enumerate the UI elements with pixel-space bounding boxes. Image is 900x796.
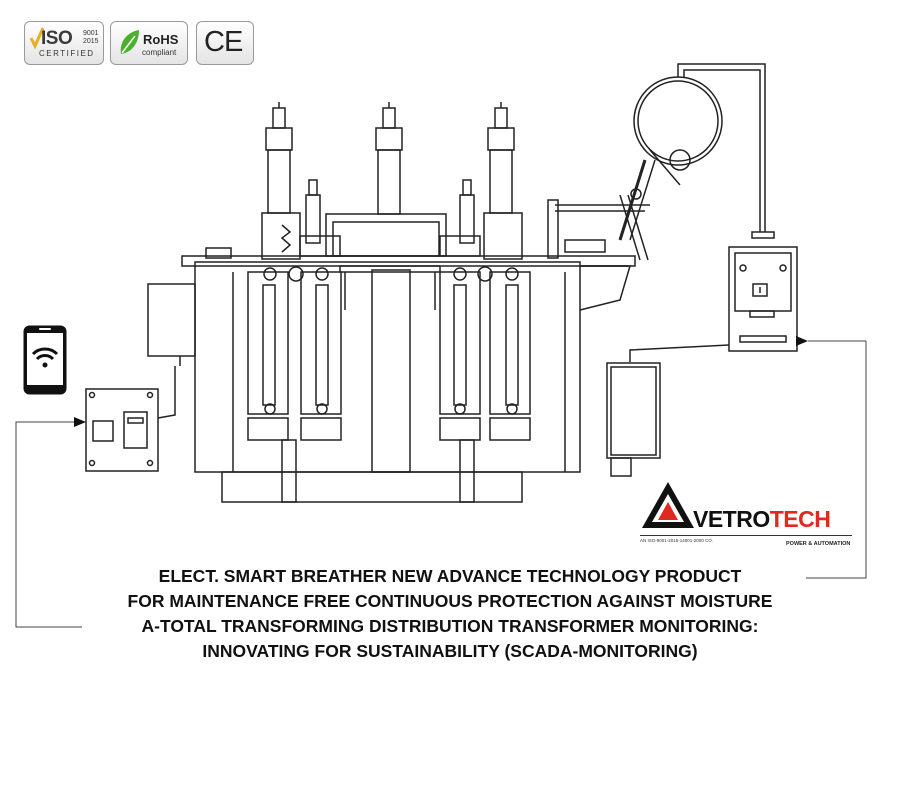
brand-iso-line: AN ISO-9001-2015-14001-2000 CO. <box>640 538 714 543</box>
leaf-icon <box>120 30 139 54</box>
rohs-compliant-label: compliant <box>142 48 177 57</box>
rohs-badge: RoHS compliant <box>110 21 188 65</box>
vetrotech-logo: VETROTECH AN ISO-9001-2015-14001-2000 CO… <box>640 480 852 552</box>
radiator-right-pair <box>439 266 531 441</box>
center-stiffener <box>371 269 411 473</box>
iso-year-2: 2015 <box>83 38 99 45</box>
tank-junction-box <box>147 283 196 357</box>
hv-bushing-right <box>483 102 523 260</box>
brand-tagline: POWER & AUTOMATION <box>786 541 851 547</box>
brand-name: VETROTECH <box>693 506 831 533</box>
logo-divider <box>640 535 852 536</box>
conservator-tank <box>633 76 723 166</box>
brand-part-2: TECH <box>769 506 831 532</box>
hv-bushing-left <box>261 102 301 260</box>
rohs-label: RoHS <box>143 32 179 47</box>
breather-cable <box>629 344 730 362</box>
heading-line-1: ELECT. SMART BREATHER NEW ADVANCE TECHNO… <box>158 566 742 586</box>
heading-line-2: FOR MAINTENANCE FREE CONTINUOUS PROTECTI… <box>127 591 773 611</box>
heading-line-3: A-TOTAL TRANSFORMING DISTRIBUTION TRANSF… <box>141 616 759 636</box>
heading-line-4: INNOVATING FOR SUSTAINABILITY (SCADA-MON… <box>202 641 698 661</box>
ce-badge: CE <box>196 21 254 65</box>
signal-line-right <box>806 341 867 579</box>
smart-breather-unit <box>728 246 798 352</box>
hv-bushing-center <box>375 102 403 215</box>
iso-check-icon <box>30 27 44 50</box>
iso-label: ISO <box>41 28 73 49</box>
arrester <box>280 224 292 253</box>
signal-line-left <box>15 421 82 628</box>
brand-part-1: VETRO <box>693 506 770 532</box>
silica-panel <box>606 362 661 459</box>
iso-year-1: 9001 <box>83 30 99 37</box>
smartphone-wifi-icon <box>23 325 67 395</box>
iso-certified-label: CERTIFIED <box>39 49 95 58</box>
top-plate <box>325 213 447 257</box>
tank-side-pocket <box>579 265 632 311</box>
tank-base <box>221 471 523 503</box>
radiator-left-pair <box>247 266 342 441</box>
tank-top-cover <box>181 255 636 267</box>
cable-to-controller <box>157 366 176 419</box>
ce-mark: CE <box>204 26 243 58</box>
breather-pipe <box>677 63 766 232</box>
remote-controller-box <box>85 388 159 472</box>
logo-triangle-icon <box>642 482 694 528</box>
iso-badge: ISO 9001 2015 CERTIFIED <box>24 21 104 65</box>
